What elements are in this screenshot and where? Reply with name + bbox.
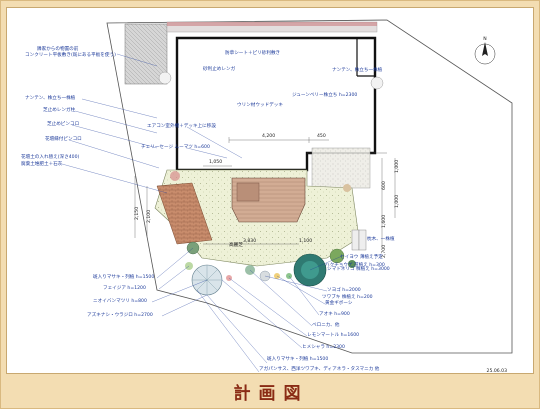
dim-600: 600	[381, 181, 387, 190]
label-right-4: 黄金ギボーシ	[325, 299, 353, 306]
tree-symbol	[329, 248, 345, 264]
site-boundary	[106, 19, 513, 354]
tree-symbol	[348, 260, 356, 268]
label-lawn-shade: 芝止めレンガ柱	[43, 106, 76, 113]
label-bench: 枕木、一株植	[367, 235, 395, 242]
label-right-10: アガパンサス、西洋ツワブキ、ディアネラ・タスマニカ 他	[259, 365, 380, 372]
label-right-5: アオキ h=900	[319, 311, 350, 317]
tree-symbol	[370, 76, 384, 90]
deck-step	[236, 182, 260, 202]
flower-bed-brick	[156, 182, 213, 245]
dim-1100: 1,100	[299, 238, 312, 244]
north-label: N	[483, 36, 486, 42]
plan-sheet: N	[6, 7, 534, 374]
label-bottom-1: 斑入りマサキ・列植 h=1500	[93, 273, 154, 280]
label-wood-deck: ウリン材ウッドデッキ	[237, 101, 283, 108]
site-plan-drawing: N	[21, 19, 513, 374]
label-top-gravel: 砂利止めレンガ	[203, 65, 236, 72]
label-juneberry: ジューンベリー株立ち h=2300	[292, 91, 357, 98]
dim-2100: 2,100	[146, 210, 152, 223]
label-lawn: 高麗芝	[229, 241, 243, 248]
label-brick-edge: 花壇縁付ピンコロ	[45, 135, 82, 142]
bench-sleeper-2	[358, 229, 367, 251]
neighbor-shed	[124, 23, 168, 85]
dim-4200: 4,200	[262, 133, 275, 139]
label-planter-2: 腐葉土堆肥土＋石灰	[21, 160, 63, 167]
date-stamp: 25.06.03	[487, 368, 508, 374]
label-right-3: ツワブキ 株植え h=200	[322, 293, 373, 300]
side-gravel	[311, 147, 371, 189]
label-bottom-4: アズキナシ・ウラジロ h=2700	[87, 311, 153, 318]
dim-1000a: 1,000	[394, 160, 400, 173]
tree-symbol	[158, 71, 172, 85]
north-arrow: N	[474, 36, 496, 65]
label-right-1: シマトネリコ 株植え h=3000	[327, 265, 390, 272]
dim-2700: 2,700	[381, 245, 387, 258]
dim-450: 450	[317, 133, 326, 139]
dim-1000b: 1,000	[394, 195, 400, 208]
top-gravel-band	[167, 22, 377, 26]
dim-1050: 1,050	[209, 159, 222, 165]
dim-2150: 2,150	[134, 207, 140, 220]
label-right-7: レモンマートル h=1600	[307, 332, 359, 338]
label-bottom-2: フェイジア h=1200	[103, 285, 146, 291]
tree-symbol	[343, 184, 351, 192]
tree-symbol	[170, 171, 180, 181]
label-bottom-3: ニオイバンマツリ h=800	[93, 298, 147, 304]
label-nanten-left: ナンテン、株立ち一株植	[25, 94, 76, 101]
label-right-8: ヒメシャラ h=2300	[302, 344, 345, 350]
label-aircon: エアコン室外機＋デッキ上に移設	[147, 122, 216, 129]
label-top-center: 防草シート＋ピリ砂利敷き	[225, 49, 280, 56]
bench-sleeper-1	[351, 229, 360, 251]
label-sakura: セイヨウ 薄植え予定	[340, 253, 383, 260]
label-right-9: 斑入りマサキ・列植 h=1500	[267, 355, 328, 362]
label-brick: 芝止めピンコロ	[47, 120, 79, 127]
dimension-lines	[134, 137, 396, 248]
leader-lines	[61, 53, 343, 373]
label-right-6: ベロニカ、他	[312, 321, 340, 328]
label-ilex: ハクチョウゲ 苗植え h=300	[325, 261, 385, 268]
label-right-2: ソヨゴ h=2000	[327, 286, 361, 293]
label-cherry: チェリーセージ ムーマツ h=600	[141, 144, 210, 150]
label-top-left-note-1: 隣家からの物置の前	[37, 45, 79, 52]
label-top-left-note-2: コンクリート平板敷き(既にある平板を使う)	[25, 51, 116, 58]
dim-1600: 1,600	[381, 215, 387, 228]
page-title: 計画図	[233, 384, 309, 404]
dim-3830: 3,830	[243, 238, 256, 244]
label-top-right: ナンテン、株立ち一株植	[332, 66, 383, 73]
label-planter-1: 花壇土の入れ替え(深さ400)	[21, 153, 79, 160]
